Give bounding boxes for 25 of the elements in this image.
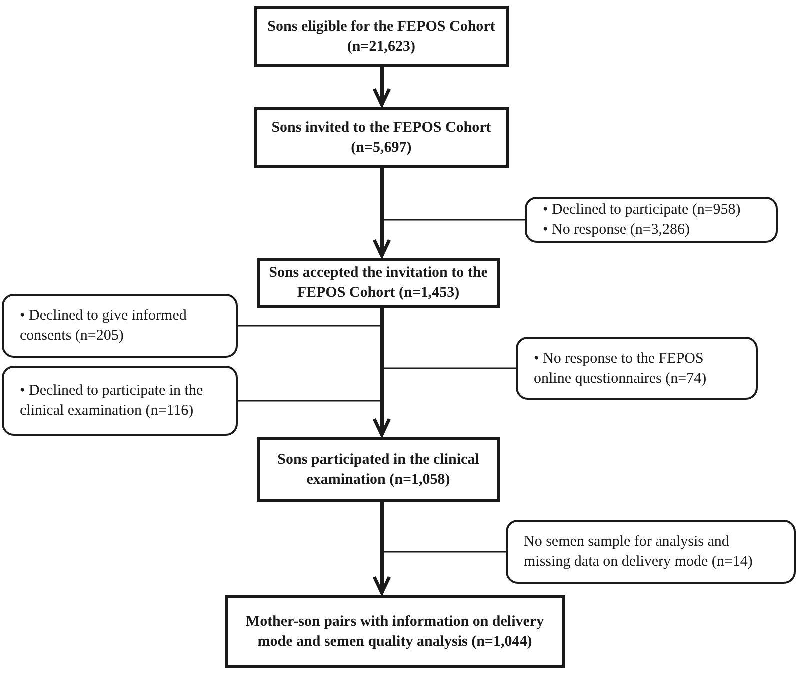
process-box xyxy=(254,107,509,168)
process-box xyxy=(254,6,509,67)
process-box xyxy=(257,258,500,308)
box-text: • Declined to give informed consents (n=205) xyxy=(20,307,188,346)
arrow xyxy=(372,308,392,437)
box-text: • Declined to participate (n=958) xyxy=(543,201,742,220)
box-text: • Declined to participate in the clinical examination (n=116) xyxy=(20,382,204,421)
box-text: Sons participated in the clinical examination (n=1,058) xyxy=(276,450,480,490)
arrow xyxy=(372,67,392,107)
box-text: • No response (n=3,286) xyxy=(543,221,692,240)
process-box xyxy=(225,595,565,668)
exclusion-box xyxy=(516,337,758,400)
exclusion-box xyxy=(506,520,796,584)
arrow xyxy=(372,168,392,258)
box-text: • No response to the FEPOS online questionnaires (n=74) xyxy=(534,350,708,388)
box-text: Sons invited to the FEPOS Cohort (n=5,697) xyxy=(270,118,492,158)
box-text: Mother-son pairs with information on delivery mode and semen quality analysis (n=1,044) xyxy=(244,612,546,652)
box-text: Sons accepted the invitation to the FEPOS Cohort (n=1,453) xyxy=(268,264,489,303)
exclusion-box xyxy=(525,197,778,243)
exclusion-box xyxy=(2,294,238,358)
exclusion-box xyxy=(2,366,238,436)
box-text: No semen sample for analysis and missing data on delivery mode (n=14) xyxy=(524,533,754,572)
process-box xyxy=(257,437,500,502)
arrow xyxy=(372,502,392,595)
box-text: Sons eligible for the FEPOS Cohort (n=21,623) xyxy=(266,18,496,56)
